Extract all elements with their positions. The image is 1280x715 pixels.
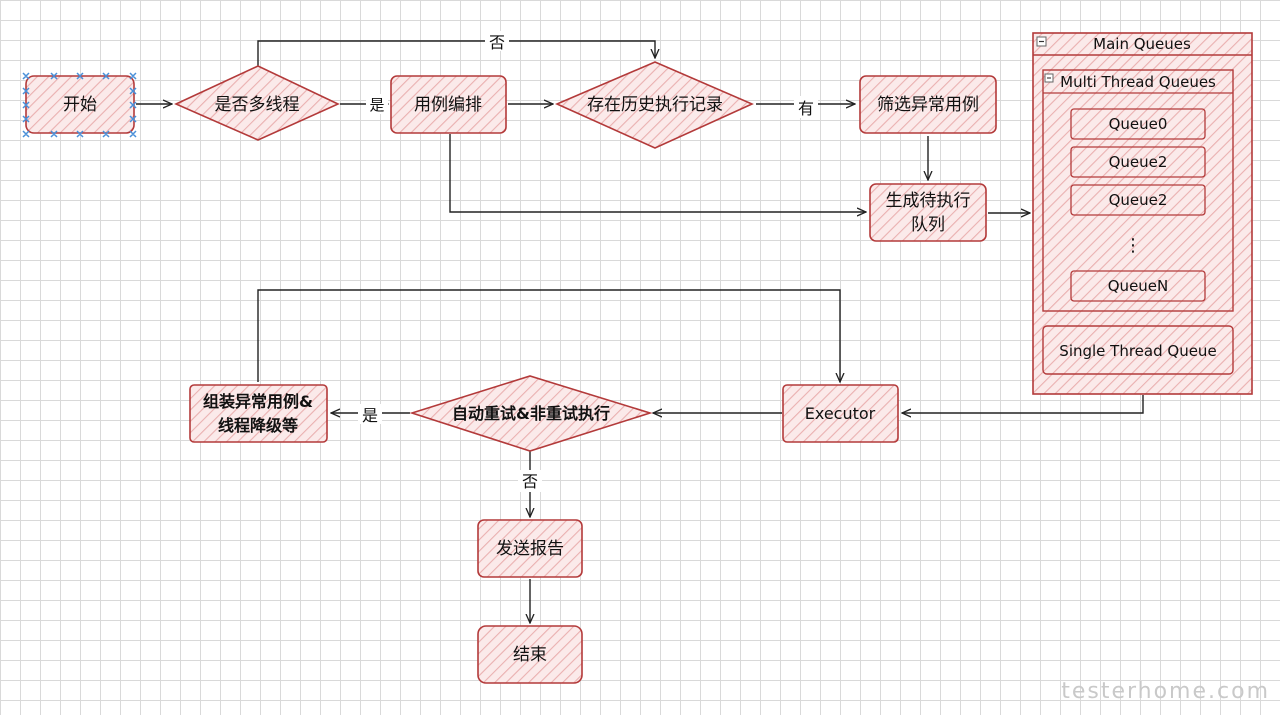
multi-thread-queues-container[interactable]: Multi Thread Queues Queue0 Queue2 Queue2… [1042,69,1234,312]
edge-multi-no-to-history [257,40,655,68]
executor-node[interactable]: Executor [782,384,899,443]
queue-item[interactable]: Queue0 [1070,108,1206,140]
gen-queue-label-2: 队列 [911,215,945,235]
edge-label-no-top: 否 [489,33,505,52]
edge-label-yes-retry: 是 [362,406,378,425]
main-queues-collapse-icon[interactable] [1036,36,1047,47]
edge-queues-to-executor [902,395,1144,413]
start-node[interactable]: 开始 [25,75,135,134]
gen-queue-label-1: 生成待执行 [886,191,971,211]
multi-thread-title: Multi Thread Queues [1060,73,1216,91]
multi-thread-label: 是否多线程 [215,95,300,115]
gen-queue-node[interactable]: 生成待执行 队列 [869,183,987,242]
multi-thread-collapse-icon[interactable] [1044,73,1054,83]
queue-item-last[interactable]: QueueN [1070,270,1206,302]
queue-ellipsis: ⋮ [1124,235,1142,256]
main-queues-container[interactable]: Main Queues Multi Thread Queues Queue0 Q… [1032,32,1253,395]
history-label: 存在历史执行记录 [587,95,723,115]
retry-decision[interactable]: 自动重试&非重试执行 [409,375,653,452]
watermark: testerhome.com [1061,679,1270,704]
queue-item[interactable]: Queue2 [1070,184,1206,216]
executor-label: Executor [805,404,876,423]
case-arrange-node[interactable]: 用例编排 [390,75,507,134]
single-thread-queue[interactable]: Single Thread Queue [1042,325,1234,375]
assemble-label-2: 线程降级等 [218,416,298,435]
edge-label-yes-multi: 是 [369,96,384,114]
edge-label-has-history: 有 [798,99,814,118]
queue-item-label: Queue0 [1109,115,1168,133]
multi-thread-decision[interactable]: 是否多线程 [174,65,340,141]
single-thread-label: Single Thread Queue [1059,342,1216,360]
filter-label: 筛选异常用例 [877,95,979,115]
edge-label-no-retry: 否 [522,472,538,491]
case-arrange-label: 用例编排 [414,95,482,115]
edge-assemble-to-executor [257,289,840,382]
queue-item-label: Queue2 [1109,153,1168,171]
end-node[interactable]: 结束 [477,625,583,684]
queue-item-label: Queue2 [1109,191,1168,209]
filter-node[interactable]: 筛选异常用例 [859,75,997,134]
end-label: 结束 [513,645,547,665]
main-queues-title: Main Queues [1093,35,1191,53]
retry-label: 自动重试&非重试执行 [452,404,610,423]
report-node[interactable]: 发送报告 [477,519,583,578]
queue-item[interactable]: Queue2 [1070,146,1206,178]
start-label: 开始 [63,95,97,115]
history-decision[interactable]: 存在历史执行记录 [555,61,754,149]
assemble-node[interactable]: 组装异常用例& 线程降级等 [189,384,328,443]
assemble-label-1: 组装异常用例& [203,392,313,411]
report-label: 发送报告 [496,539,564,559]
queue-item-last-label: QueueN [1108,277,1169,295]
edge-arrange-to-gen [449,134,866,212]
selection-handles[interactable] [22,72,137,138]
